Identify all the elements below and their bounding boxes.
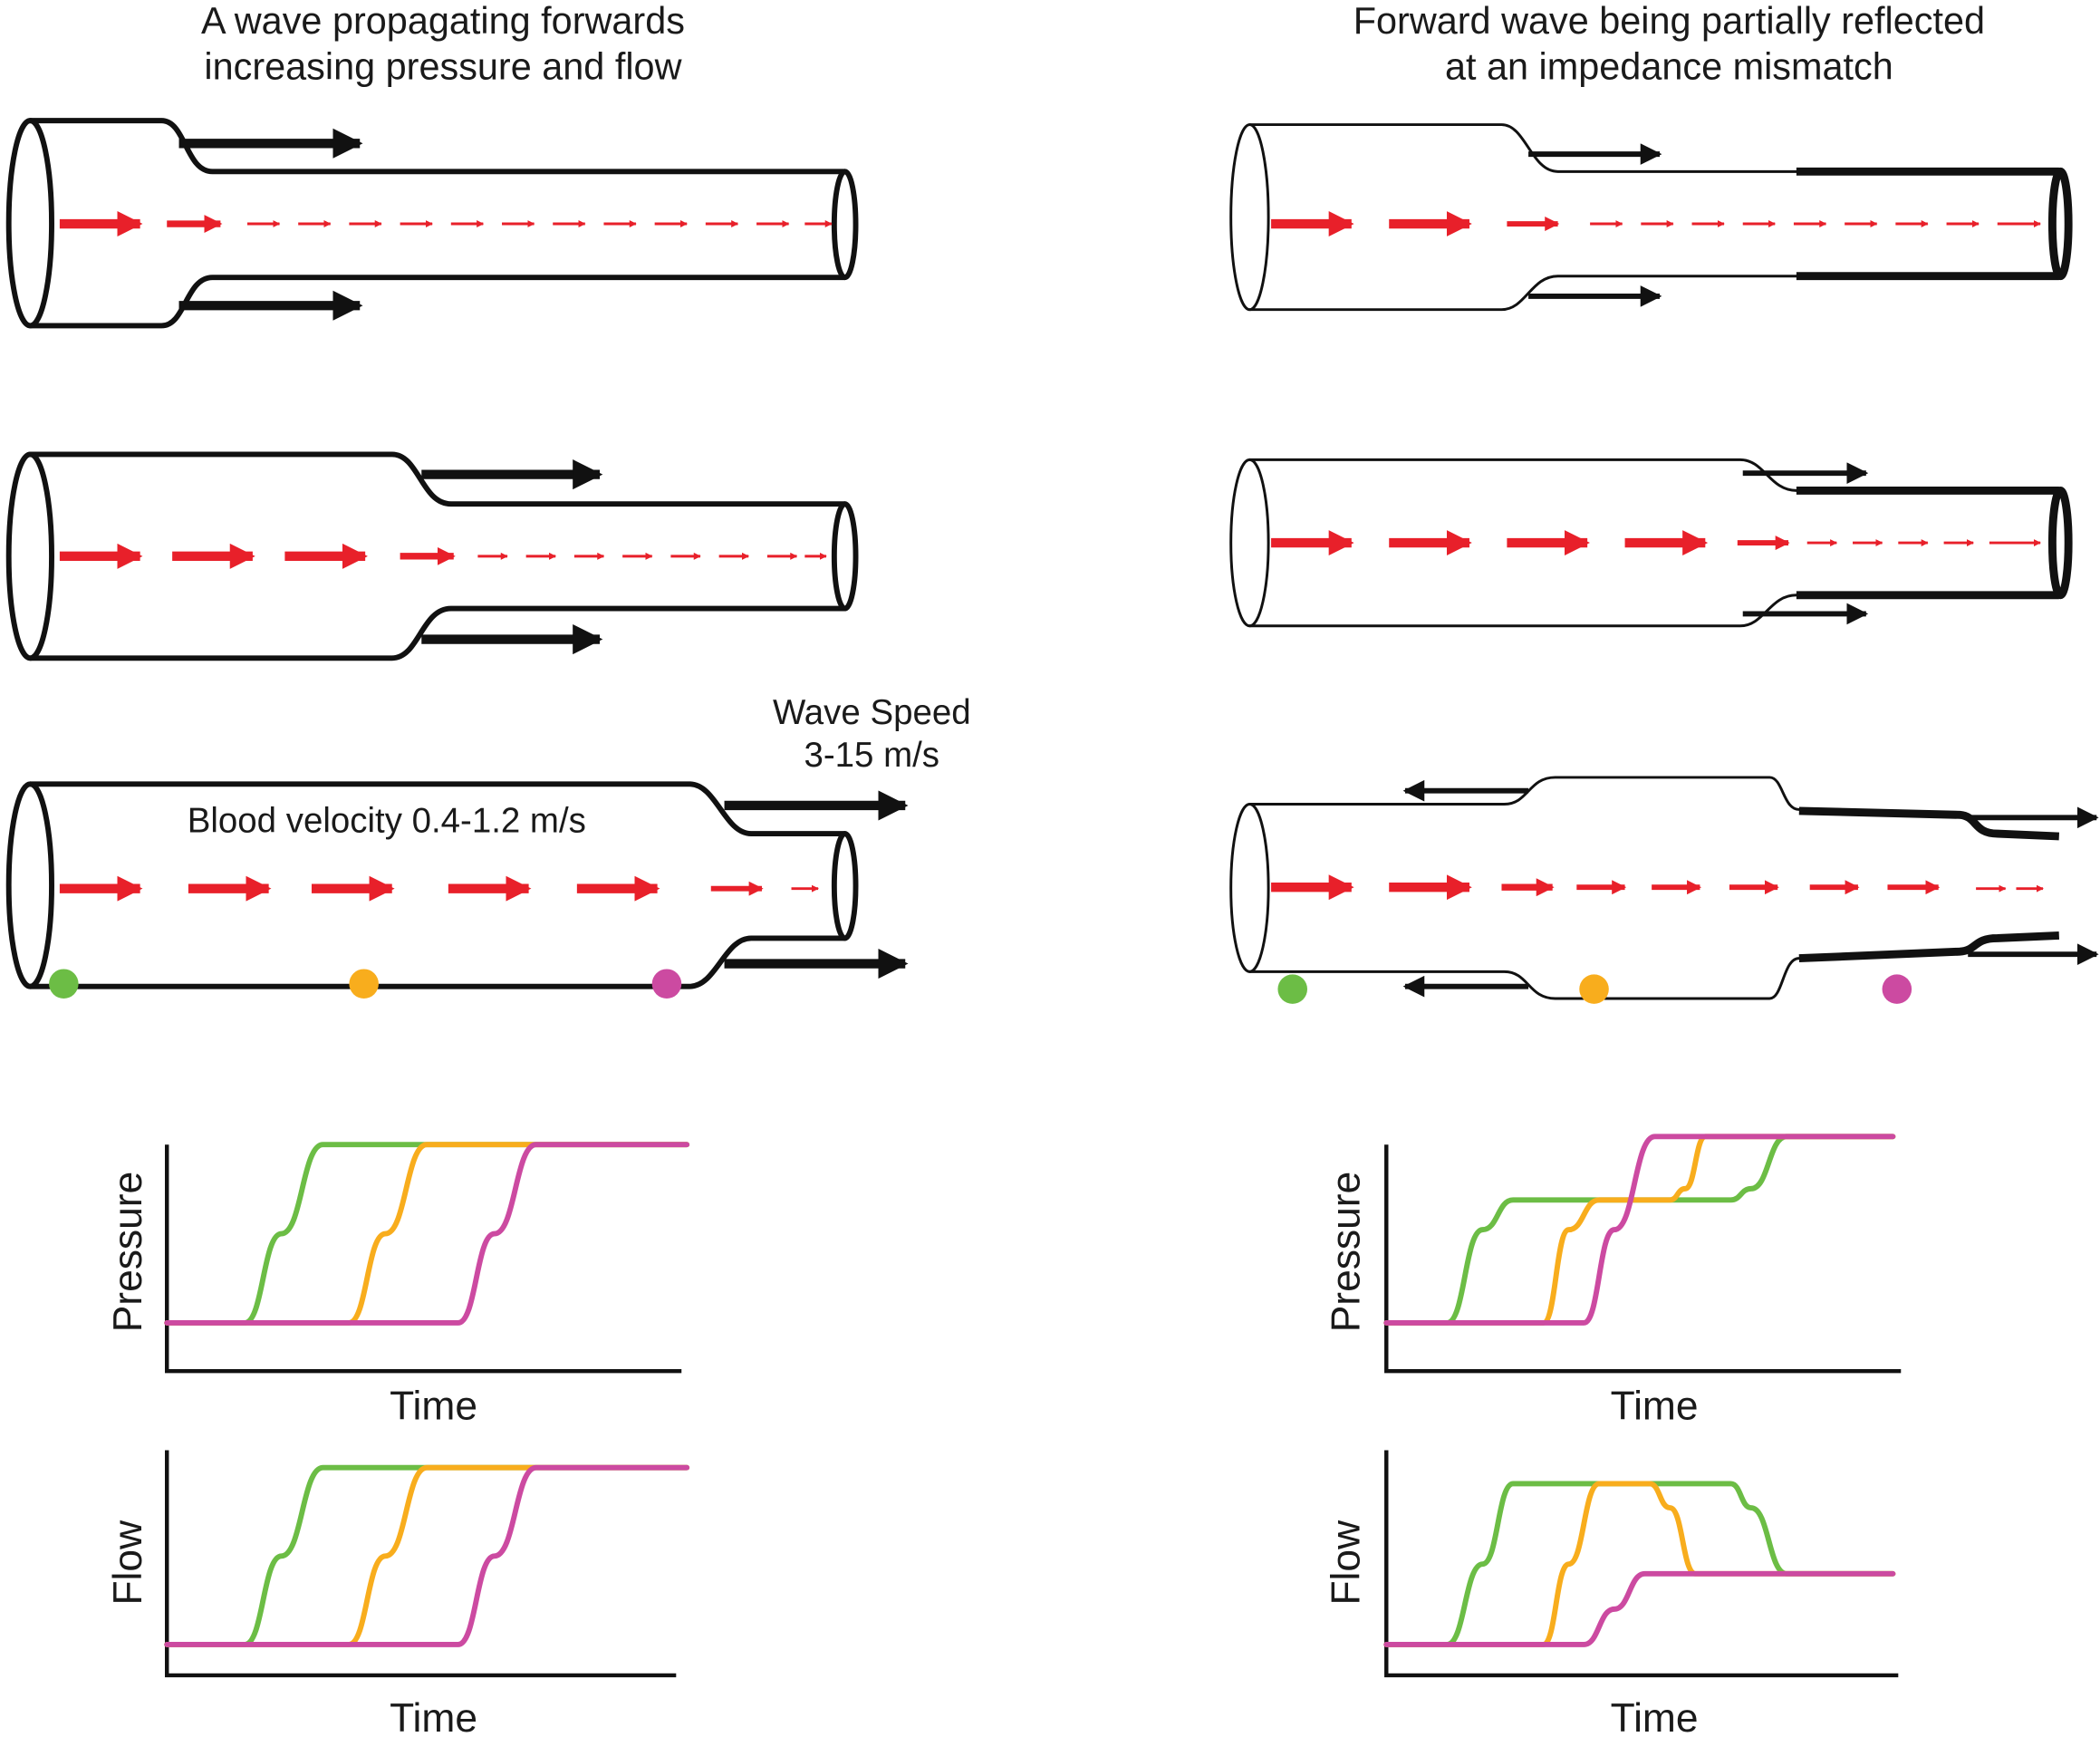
y-axis-line: [1384, 1450, 1899, 1678]
flow-arrows: [1271, 874, 2044, 901]
right-title-line-1: Forward wave being partially reflected: [1353, 0, 1985, 42]
wave-speed-line-2: 3-15 m/s: [804, 736, 940, 775]
x-axis-label: Time: [1611, 1696, 1699, 1737]
right-vessel-2: [1229, 458, 2073, 628]
y-axis-label: Flow: [106, 1520, 150, 1606]
right-title-line-2: at an impedance mismatch: [1445, 45, 1893, 87]
y-axis-line: [165, 1450, 677, 1678]
left-flow-plot: Flow Time: [106, 1450, 690, 1737]
right-pressure-plot: Pressure Time: [1325, 1134, 1902, 1428]
series-line-site2: [164, 1464, 690, 1647]
series-line-site3: [164, 1464, 690, 1647]
y-axis-label: Pressure: [106, 1172, 150, 1333]
series-line-site1: [164, 1464, 690, 1647]
site-marker-1: [49, 969, 79, 999]
x-axis-label: Time: [1611, 1384, 1699, 1428]
series-line-site2: [164, 1142, 690, 1326]
left-vessel-1: [5, 118, 859, 329]
right-vessel-1: [1229, 123, 2073, 312]
y-axis-label: Flow: [1325, 1520, 1369, 1606]
series-line-site1: [164, 1142, 690, 1326]
series-line-site3: [164, 1142, 690, 1326]
site-marker-3: [1882, 974, 1912, 1004]
series-line-site3: [1383, 1570, 1896, 1647]
x-axis-label: Time: [390, 1384, 477, 1428]
stiff-segment-wall: [1798, 806, 2060, 841]
left-vessel-3: Wave Speed 3-15 m/s Blood velocity 0.4-1…: [5, 693, 971, 989]
left-pressure-plot: Pressure Time: [106, 1142, 690, 1428]
site-marker-2: [1579, 974, 1609, 1004]
site-marker-3: [651, 969, 682, 999]
site-marker-1: [1277, 974, 1307, 1004]
stiff-segment-wall: [1798, 931, 2060, 963]
site-marker-2: [349, 969, 379, 999]
y-axis-line: [165, 1144, 682, 1374]
left-vessel-2: [5, 451, 859, 661]
wave-speed-line-1: Wave Speed: [773, 693, 971, 732]
y-axis-line: [1384, 1144, 1902, 1374]
series-line-site1: [1383, 1481, 1896, 1647]
left-title-line-2: increasing pressure and flow: [204, 45, 681, 87]
series-line-site3: [1383, 1134, 1896, 1326]
blood-velocity-label: Blood velocity 0.4-1.2 m/s: [188, 802, 586, 841]
y-axis-label: Pressure: [1325, 1172, 1369, 1333]
x-axis-label: Time: [390, 1696, 477, 1737]
right-vessel-3: [1229, 776, 2099, 1000]
left-title-line-1: A wave propagating forwards: [201, 0, 685, 42]
right-flow-plot: Flow Time: [1325, 1450, 1899, 1737]
